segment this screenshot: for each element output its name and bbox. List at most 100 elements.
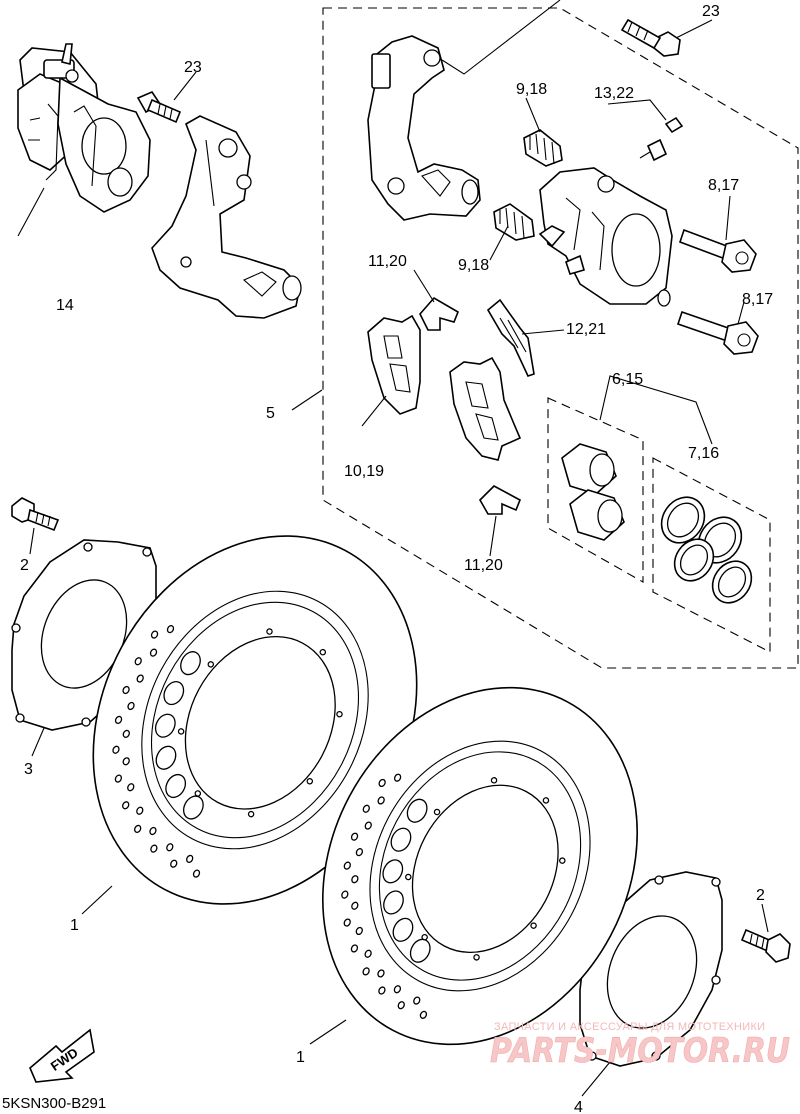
boot-9-18-upper	[523, 129, 563, 167]
disc-drill-hole	[351, 875, 359, 884]
disc-rivet	[319, 648, 327, 656]
disc-center-bore	[184, 635, 336, 810]
callout-5: 5	[266, 405, 275, 422]
disc-drill-hole	[393, 985, 402, 994]
left-caliper-assembly	[17, 43, 151, 213]
callout-2-left: 2	[20, 557, 29, 574]
disc-drill-hole	[122, 729, 130, 738]
callout-11-20-lower: 11,20	[464, 557, 503, 574]
disc-center-bore	[411, 784, 559, 954]
piston-6-15-upper	[561, 443, 617, 495]
disc-drill-hole	[150, 844, 158, 853]
callout-23-right: 23	[702, 3, 720, 20]
disc-rivet	[559, 857, 566, 864]
disc-lightening-hole	[155, 745, 177, 770]
bolt-8-17-lower	[676, 310, 759, 355]
seal-7-16-d	[711, 560, 753, 604]
seal-7-16-a	[660, 496, 706, 544]
disc-drill-hole	[362, 804, 370, 813]
disc-lightening-hole	[383, 890, 404, 915]
callout-8-17-upper: 8,17	[708, 177, 739, 194]
boot-9-18-lower	[493, 203, 535, 241]
seal-7-16-c	[673, 538, 715, 582]
disc-drill-hole	[166, 625, 175, 634]
callout-10-19: 10,19	[344, 463, 384, 480]
disc-friction-ring	[369, 740, 591, 992]
seal-kit-group-box	[652, 457, 771, 653]
bolt-23-right	[620, 18, 681, 57]
disc-drill-hole	[355, 926, 363, 936]
disc-lightening-hole	[165, 773, 187, 799]
disc-drill-hole	[343, 918, 351, 927]
disc-drill-hole	[341, 890, 349, 899]
brake-disc-right	[322, 686, 638, 1046]
callout-3: 3	[24, 761, 33, 778]
disc-drill-hole	[343, 861, 351, 870]
right-caliper-bracket	[367, 35, 481, 221]
callout-4: 4	[574, 1099, 583, 1114]
left-caliper-bracket	[151, 115, 302, 319]
disc-drill-hole	[136, 674, 144, 683]
disc-drill-hole	[112, 745, 120, 754]
disc-drill-hole	[149, 648, 158, 657]
leader-lines	[17, 0, 769, 1097]
bolt-23-left	[136, 91, 182, 124]
disc-rivet	[405, 873, 412, 881]
watermark-tagline: ЗАПЧАСТИ И АКСЕССУАРЫ ДЛЯ МОТОТЕХНИКИ	[494, 1021, 765, 1033]
disc-rivet	[306, 778, 314, 785]
disc-friction-ring	[141, 590, 369, 850]
callout-14: 14	[56, 297, 74, 314]
disc-drill-hole	[350, 944, 359, 953]
brake-pad-10-19-front	[367, 314, 421, 415]
disc-rivet	[433, 808, 441, 816]
disc-drill-hole	[134, 657, 142, 666]
disc-drill-hole	[127, 783, 135, 792]
disc-drill-hole	[397, 1001, 405, 1010]
disc-rivet	[266, 628, 273, 635]
disc-rivet	[207, 661, 215, 668]
disc-drill-hole	[378, 986, 386, 995]
disc-rivet	[490, 777, 498, 784]
forward-direction-badge: FWD	[29, 1028, 95, 1083]
disc-drill-hole	[122, 801, 130, 810]
disc-drill-hole	[377, 796, 385, 805]
disc-inner-ring	[150, 601, 360, 839]
callout-9-18-upper: 9,18	[516, 81, 547, 98]
disc-drill-hole	[362, 967, 370, 976]
pad-spring-11-20-lower	[479, 485, 522, 515]
disc-lightening-hole	[163, 680, 185, 706]
disc-drill-hole	[351, 901, 359, 910]
disc-inner-ring	[378, 751, 582, 981]
disc-lightening-hole	[390, 827, 412, 852]
callout-1-right: 1	[296, 1049, 305, 1066]
disc-rivet	[421, 933, 428, 941]
callout-1-left: 1	[70, 917, 79, 934]
disc-drill-hole	[122, 685, 130, 695]
bolt-8-17-upper	[678, 228, 757, 273]
disc-drill-hole	[364, 821, 372, 830]
disc-drill-hole	[114, 715, 123, 725]
disc-drill-hole	[134, 824, 142, 834]
disc-rivet	[247, 810, 255, 818]
disc-drill-hole	[122, 757, 130, 766]
disc-drill-hole	[150, 630, 159, 639]
disc-drill-hole	[192, 869, 201, 878]
disc-drill-hole	[364, 949, 372, 958]
disc-drill-hole	[413, 996, 421, 1005]
disc-drill-hole	[393, 773, 402, 782]
pad-spring-12-21	[486, 298, 535, 377]
disc-lightening-hole	[180, 651, 201, 676]
callout-12-21: 12,21	[566, 321, 606, 338]
disc-rivet	[194, 790, 202, 797]
callout-11-20-upper: 11,20	[368, 253, 407, 270]
callout-13-22: 13,22	[594, 85, 634, 102]
pad-spring-11-20-upper	[419, 296, 459, 331]
disc-lightening-hole	[382, 859, 404, 884]
brake-pad-10-19-rear	[449, 356, 522, 461]
piston-kit-group-box	[547, 397, 644, 583]
right-caliper-body	[538, 167, 673, 307]
bolt-2-left	[11, 497, 60, 532]
bolt-2-right	[740, 928, 791, 963]
disc-rivet	[473, 954, 480, 961]
